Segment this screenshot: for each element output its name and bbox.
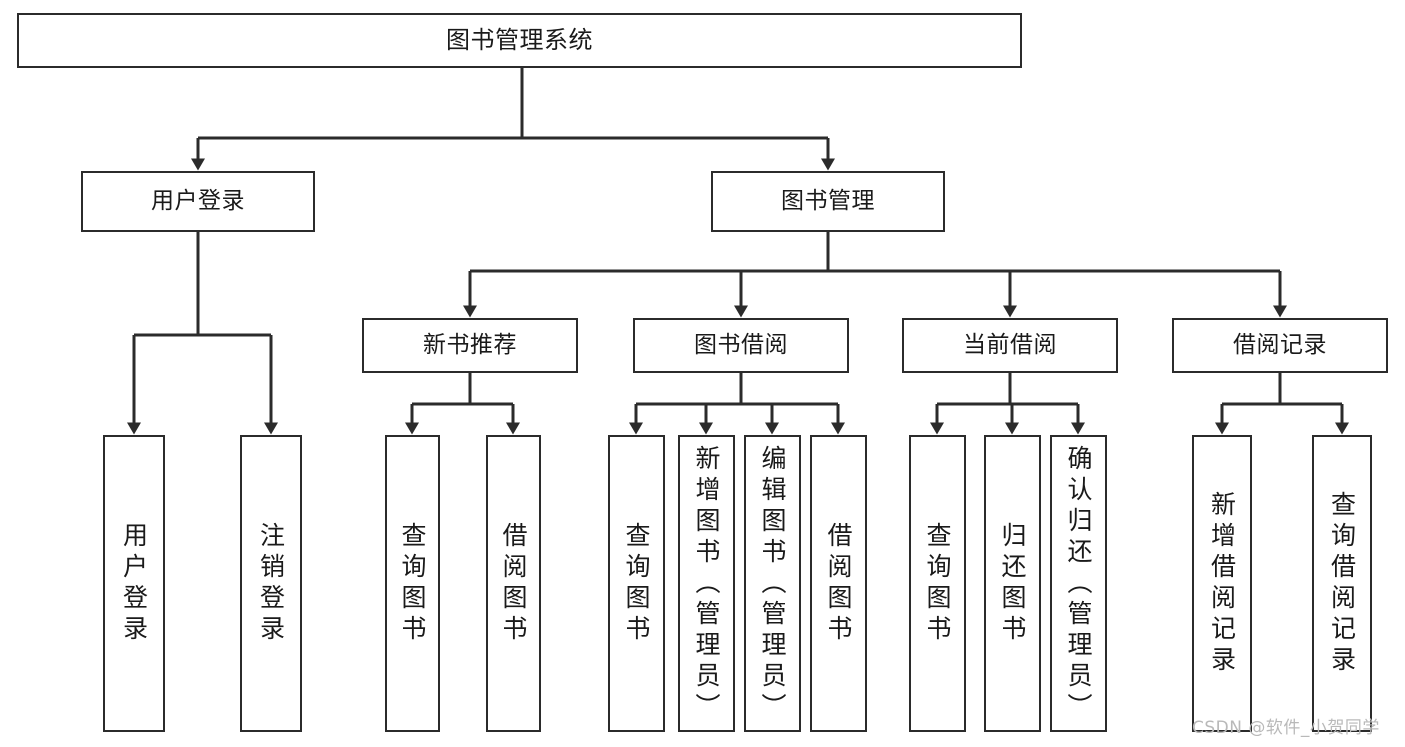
node-borrow-record[interactable]: 借阅记录 [1172, 318, 1388, 373]
node-borrow-record-label: 借阅记录 [1233, 331, 1327, 358]
node-leaf-query-book-current[interactable]: 查询图书 [909, 435, 966, 732]
node-new-book-recommend-label: 新书推荐 [423, 331, 517, 358]
node-user-login-label: 用户登录 [151, 187, 245, 214]
node-leaf-query-borrow-record-label: 查询借阅记录 [1327, 490, 1357, 677]
node-leaf-user-logout-label: 注销登录 [256, 521, 286, 646]
node-leaf-user-login-label: 用户登录 [119, 521, 149, 646]
node-leaf-query-borrow-record[interactable]: 查询借阅记录 [1312, 435, 1372, 732]
node-current-borrow-label: 当前借阅 [963, 331, 1057, 358]
node-leaf-query-book-current-label: 查询图书 [923, 521, 952, 646]
node-leaf-query-book-borrow-label: 查询图书 [622, 521, 651, 646]
node-root-label: 图书管理系统 [446, 26, 593, 55]
node-book-borrow-label: 图书借阅 [694, 331, 788, 358]
node-user-login[interactable]: 用户登录 [81, 171, 315, 232]
node-new-book-recommend[interactable]: 新书推荐 [362, 318, 578, 373]
node-book-management[interactable]: 图书管理 [711, 171, 945, 232]
node-leaf-user-logout[interactable]: 注销登录 [240, 435, 302, 732]
node-leaf-user-login[interactable]: 用户登录 [103, 435, 165, 732]
node-leaf-borrow-book-recommend[interactable]: 借阅图书 [486, 435, 541, 732]
node-leaf-confirm-return-admin-label: 确认归还（管理员） [1064, 445, 1093, 724]
node-current-borrow[interactable]: 当前借阅 [902, 318, 1118, 373]
node-leaf-borrow-book-recommend-label: 借阅图书 [499, 521, 528, 646]
node-leaf-borrow-book-label: 借阅图书 [824, 521, 853, 646]
node-root[interactable]: 图书管理系统 [17, 13, 1022, 68]
node-leaf-add-book-admin-label: 新增图书（管理员） [692, 445, 721, 724]
node-book-borrow[interactable]: 图书借阅 [633, 318, 849, 373]
node-leaf-query-book-recommend-label: 查询图书 [398, 521, 427, 646]
node-leaf-add-borrow-record[interactable]: 新增借阅记录 [1192, 435, 1252, 732]
node-leaf-borrow-book[interactable]: 借阅图书 [810, 435, 867, 732]
node-book-management-label: 图书管理 [781, 187, 875, 214]
node-leaf-edit-book-admin-label: 编辑图书（管理员） [758, 445, 787, 724]
node-leaf-add-borrow-record-label: 新增借阅记录 [1207, 490, 1237, 677]
node-leaf-return-book-label: 归还图书 [998, 521, 1027, 646]
node-leaf-query-book-recommend[interactable]: 查询图书 [385, 435, 440, 732]
node-leaf-edit-book-admin[interactable]: 编辑图书（管理员） [744, 435, 801, 732]
node-leaf-add-book-admin[interactable]: 新增图书（管理员） [678, 435, 735, 732]
csdn-watermark: CSDN @软件_小贺同学 [1192, 718, 1380, 738]
node-leaf-confirm-return-admin[interactable]: 确认归还（管理员） [1050, 435, 1107, 732]
node-leaf-return-book[interactable]: 归还图书 [984, 435, 1041, 732]
node-leaf-query-book-borrow[interactable]: 查询图书 [608, 435, 665, 732]
